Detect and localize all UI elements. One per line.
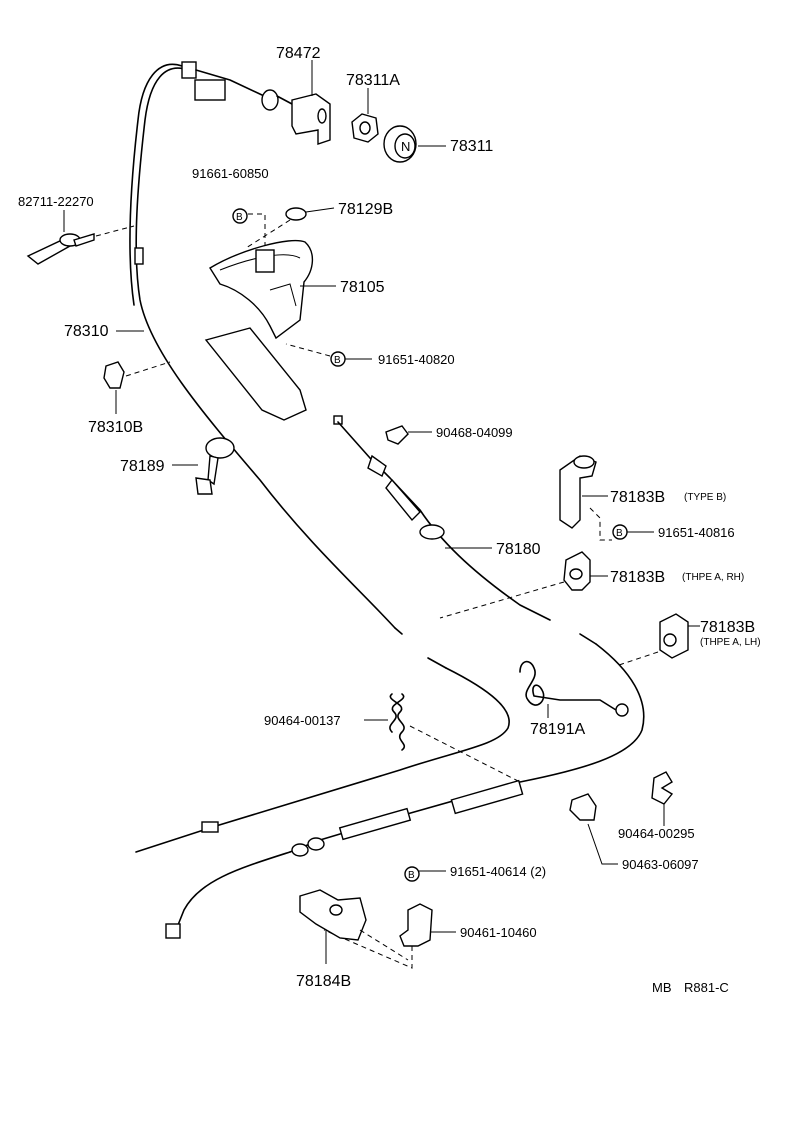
- bolt-91651-40614: B: [404, 866, 446, 882]
- clip-78310B: [103, 361, 171, 414]
- clip-90464-00295: [651, 771, 674, 826]
- label-90464-00295: 90464-00295: [618, 826, 695, 841]
- label-78129B: 78129B: [338, 201, 393, 218]
- label-90464-00137: 90464-00137: [264, 713, 341, 728]
- label-78472: 78472: [276, 45, 321, 62]
- svg-text:B: B: [334, 355, 341, 366]
- label-type-a-lh: (THPE A, LH): [700, 637, 761, 648]
- nut-78311A: [351, 88, 379, 143]
- clamp-82711-22270: [26, 210, 135, 265]
- label-90463-06097: 90463-06097: [622, 857, 699, 872]
- cable-lower-left: [135, 657, 510, 853]
- label-78183B-type-a-lh: 78183B: [700, 619, 755, 636]
- label-78105: 78105: [340, 279, 385, 296]
- clip-90463-06097: [569, 793, 618, 865]
- label-90468-04099: 90468-04099: [436, 425, 513, 440]
- bracket-78184B: [299, 889, 409, 964]
- spring-78191A: [519, 660, 629, 718]
- svg-text:B: B: [408, 870, 415, 881]
- label-78183B-type-a-rh: 78183B: [610, 569, 665, 586]
- label-type-a-rh: (THPE A, RH): [682, 572, 744, 583]
- label-78189: 78189: [120, 458, 165, 475]
- cable-78180: [333, 415, 551, 621]
- label-78310: 78310: [64, 323, 109, 340]
- label-78311A: 78311A: [346, 72, 400, 89]
- knob-78189: [172, 437, 235, 495]
- label-91651-40820: 91651-40820: [378, 352, 455, 367]
- label-78184B: 78184B: [296, 973, 351, 990]
- clip-90464-00137: [364, 693, 521, 783]
- diagram-code-mb: MB: [652, 980, 672, 995]
- label-91651-40614: 91651-40614 (2): [450, 864, 546, 879]
- cable-end-fitting: [181, 61, 293, 111]
- part-labels: 78472 78311A 78311 91661-60850 78129B 82…: [18, 45, 761, 995]
- diagram-code-ref: R881-C: [684, 980, 729, 995]
- cable-78310: [129, 63, 403, 635]
- ring-78129B: [245, 207, 335, 249]
- label-90461-10460: 90461-10460: [460, 925, 537, 940]
- label-78310B: 78310B: [88, 419, 143, 436]
- bolt-91651-40820: B: [285, 343, 372, 367]
- bracket-78183B-type-a-rh: [439, 551, 608, 619]
- label-82711-22270: 82711-22270: [18, 194, 94, 209]
- label-78180: 78180: [496, 541, 541, 558]
- bracket-78472: [291, 60, 331, 145]
- clip-90468-04099: [385, 425, 432, 445]
- svg-text:N: N: [401, 139, 410, 154]
- bolt-b-symbol: B: [236, 212, 243, 223]
- label-78183B-type-b: 78183B: [610, 489, 665, 506]
- bolt-91651-40816: B: [612, 524, 654, 540]
- label-78191A: 78191A: [530, 721, 585, 738]
- bracket-90461-10460: [323, 903, 456, 969]
- lever-78105: [204, 239, 336, 421]
- grommet-78311: N: [383, 125, 446, 163]
- label-type-b: (TYPE B): [684, 492, 726, 503]
- label-78311: 78311: [450, 138, 493, 155]
- label-91661-60850: 91661-60850: [192, 166, 269, 181]
- cable-lower-right: [165, 633, 645, 939]
- svg-text:B: B: [616, 528, 623, 539]
- label-91651-40816: 91651-40816: [658, 525, 735, 540]
- bracket-78183B-type-b: [559, 455, 612, 541]
- bolt-91661-60850: B: [232, 208, 266, 250]
- bracket-78183B-type-a-lh: [615, 613, 700, 667]
